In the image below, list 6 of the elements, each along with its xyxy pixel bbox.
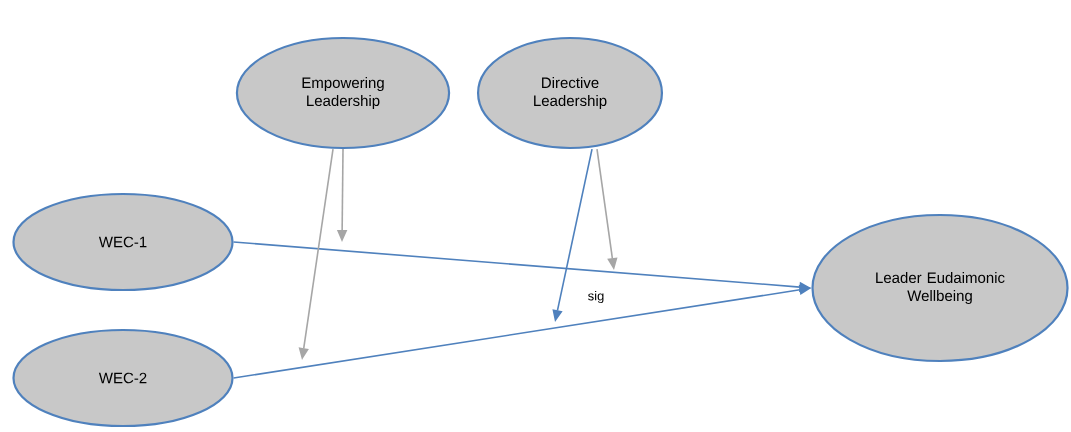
oval-node: Directive Leadership	[476, 36, 664, 150]
oval-node: WEC-1	[12, 192, 234, 292]
oval-node: Empowering Leadership	[235, 36, 451, 150]
oval-node: Leader Eudaimonic Wellbeing	[811, 213, 1069, 363]
edge-label: sig	[586, 289, 606, 305]
oval-node: WEC-2	[12, 328, 234, 428]
